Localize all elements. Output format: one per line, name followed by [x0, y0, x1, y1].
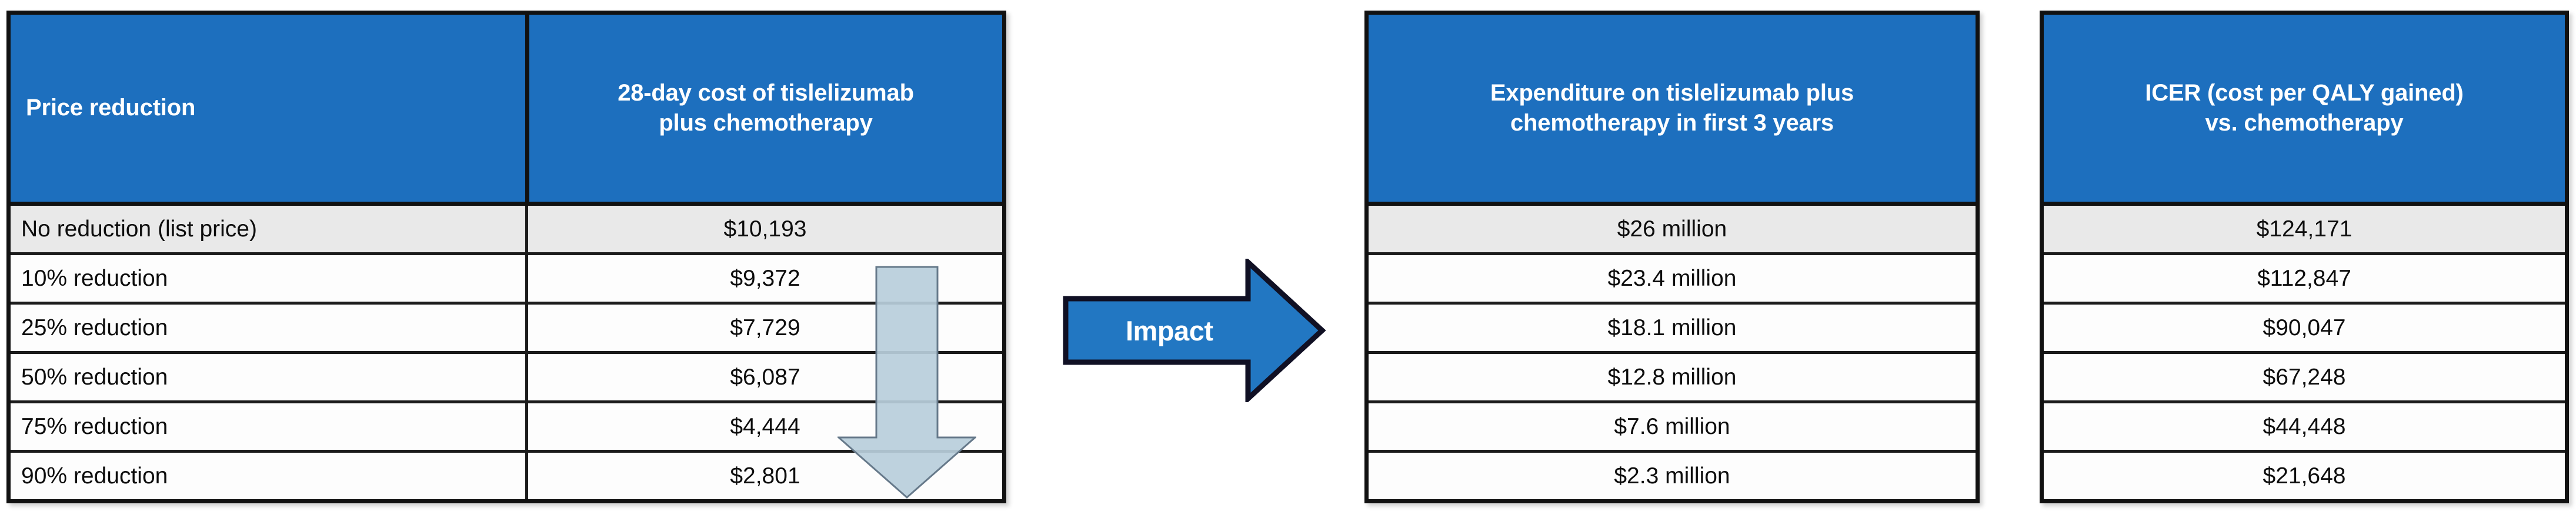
- right-arrow-icon: [1063, 259, 1326, 402]
- cell-price-reduction: 75% reduction: [21, 414, 168, 439]
- cell-icer: $21,648: [2263, 463, 2346, 489]
- header-expenditure-line2: chemotherapy in first 3 years: [1510, 110, 1834, 136]
- table-row: $21,648: [2044, 453, 2565, 499]
- header-28-day-cost-line1: 28-day cost of tislelizumab: [618, 79, 914, 106]
- table-row: 50% reduction $6,087: [11, 354, 1002, 403]
- cell-icer: $44,448: [2263, 414, 2346, 439]
- table-row: $67,248: [2044, 354, 2565, 403]
- table-row: $124,171: [2044, 206, 2565, 255]
- cell-28-day-cost: $9,372: [730, 266, 800, 291]
- cell-expenditure: $18.1 million: [1607, 315, 1737, 340]
- icer-table-header-row: ICER (cost per QALY gained) vs. chemothe…: [2044, 15, 2565, 206]
- expenditure-table-body: $26 million $23.4 million $18.1 million …: [1369, 206, 1976, 499]
- table-row: $18.1 million: [1369, 305, 1976, 354]
- cell-expenditure: $2.3 million: [1614, 463, 1730, 489]
- icer-table-body: $124,171 $112,847 $90,047 $67,248 $44,44…: [2044, 206, 2565, 499]
- row-column-divider: [525, 206, 528, 252]
- cell-icer: $124,171: [2256, 216, 2353, 242]
- header-expenditure-line1: Expenditure on tislelizumab plus: [1490, 79, 1854, 106]
- price-table-body: No reduction (list price) $10,193 10% re…: [11, 206, 1002, 499]
- icer-table: ICER (cost per QALY gained) vs. chemothe…: [2040, 11, 2569, 503]
- header-price-reduction: Price reduction: [26, 95, 196, 121]
- row-column-divider: [525, 354, 528, 400]
- header-28-day-cost: 28-day cost of tislelizumab plus chemoth…: [529, 15, 1002, 202]
- expenditure-table: Expenditure on tislelizumab plus chemoth…: [1364, 11, 1980, 503]
- table-row: 90% reduction $2,801: [11, 453, 1002, 499]
- header-expenditure: Expenditure on tislelizumab plus chemoth…: [1369, 15, 1976, 202]
- cell-expenditure: $26 million: [1617, 216, 1727, 242]
- cell-price-reduction: 50% reduction: [21, 365, 168, 390]
- table-row: $26 million: [1369, 206, 1976, 255]
- cell-expenditure: $7.6 million: [1614, 414, 1730, 439]
- table-row: $7.6 million: [1369, 403, 1976, 453]
- cell-price-reduction: 90% reduction: [21, 463, 168, 489]
- expenditure-table-header-row: Expenditure on tislelizumab plus chemoth…: [1369, 15, 1976, 206]
- cell-expenditure: $23.4 million: [1607, 266, 1737, 291]
- cell-price-reduction: No reduction (list price): [21, 216, 257, 242]
- cell-icer: $67,248: [2263, 365, 2346, 390]
- cell-expenditure: $12.8 million: [1607, 365, 1737, 390]
- header-icer: ICER (cost per QALY gained) vs. chemothe…: [2044, 15, 2565, 202]
- cell-28-day-cost: $7,729: [730, 315, 800, 340]
- cell-28-day-cost: $10,193: [723, 216, 807, 242]
- table-row: $23.4 million: [1369, 255, 1976, 305]
- cell-price-reduction: 10% reduction: [21, 266, 168, 291]
- header-icer-line1: ICER (cost per QALY gained): [2145, 79, 2464, 106]
- row-column-divider: [525, 403, 528, 450]
- header-icer-line2: vs. chemotherapy: [2205, 110, 2404, 136]
- row-column-divider: [525, 305, 528, 351]
- cell-icer: $112,847: [2257, 266, 2351, 291]
- table-row: $90,047: [2044, 305, 2565, 354]
- table-row: $12.8 million: [1369, 354, 1976, 403]
- cell-28-day-cost: $2,801: [730, 463, 800, 489]
- price-reduction-table: Price reduction 28-day cost of tislelizu…: [6, 11, 1006, 503]
- table-row: $2.3 million: [1369, 453, 1976, 499]
- table-row: 75% reduction $4,444: [11, 403, 1002, 453]
- table-row: No reduction (list price) $10,193: [11, 206, 1002, 255]
- table-row: $44,448: [2044, 403, 2565, 453]
- price-table-header-row: Price reduction 28-day cost of tislelizu…: [11, 15, 1002, 206]
- cell-28-day-cost: $6,087: [730, 365, 800, 390]
- table-row: 10% reduction $9,372: [11, 255, 1002, 305]
- header-28-day-cost-line2: plus chemotherapy: [659, 110, 873, 136]
- header-column-divider: [525, 15, 529, 202]
- table-row: 25% reduction $7,729: [11, 305, 1002, 354]
- table-row: $112,847: [2044, 255, 2565, 305]
- cell-icer: $90,047: [2263, 315, 2346, 340]
- cell-price-reduction: 25% reduction: [21, 315, 168, 340]
- row-column-divider: [525, 453, 528, 499]
- cell-28-day-cost: $4,444: [730, 414, 800, 439]
- row-column-divider: [525, 255, 528, 302]
